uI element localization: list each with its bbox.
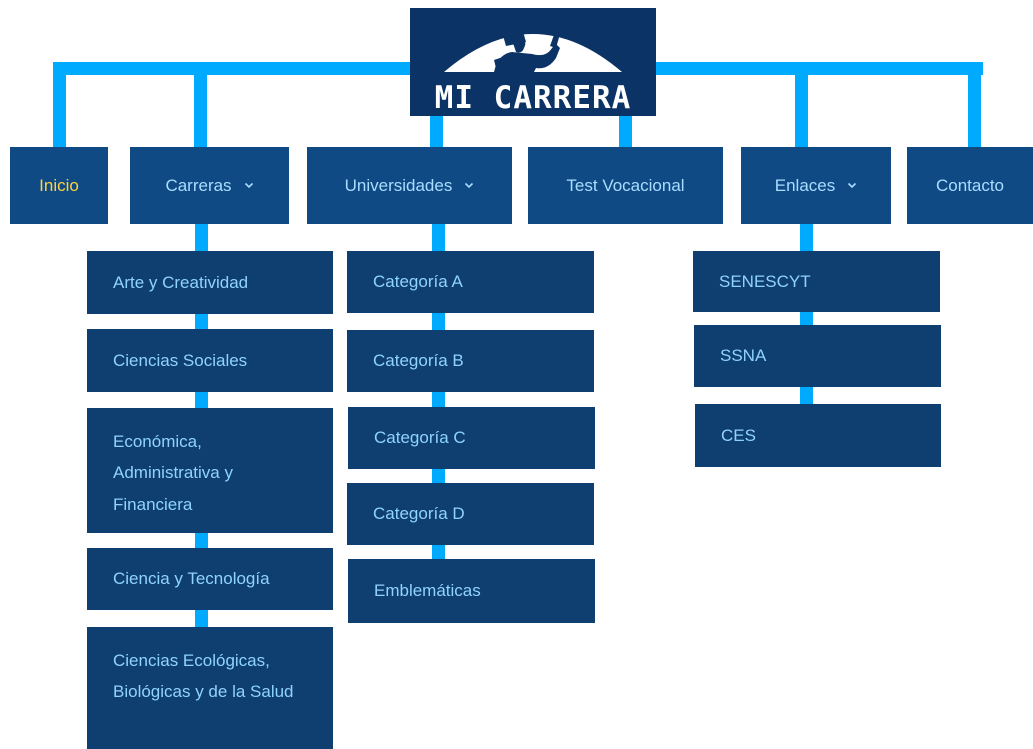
- submenu-item-label: Ciencia y Tecnología: [113, 569, 270, 589]
- submenu-item-label: CES: [721, 425, 756, 445]
- submenu-item-categoria-c[interactable]: Categoría C: [348, 407, 595, 469]
- nav-inicio[interactable]: Inicio: [10, 147, 108, 224]
- connector-enlaces: [795, 62, 808, 148]
- submenu-item-ciencia-tecnologia[interactable]: Ciencia y Tecnología: [87, 548, 333, 610]
- submenu-item-ssna[interactable]: SSNA: [694, 325, 941, 387]
- nav-carreras-label: Carreras: [165, 175, 232, 195]
- submenu-item-label: Categoría C: [374, 428, 466, 448]
- submenu-item-categoria-a[interactable]: Categoría A: [347, 251, 594, 313]
- chevron-down-icon: [847, 180, 857, 190]
- nav-test-vocacional-label: Test Vocacional: [566, 175, 685, 195]
- submenu-item-label: Arte y Creatividad: [113, 272, 249, 292]
- connector-carreras: [194, 62, 207, 148]
- nav-universidades-label: Universidades: [344, 175, 453, 195]
- nav-test-vocacional[interactable]: Test Vocacional: [528, 147, 723, 224]
- nav-contacto[interactable]: Contacto: [907, 147, 1033, 224]
- submenu-item-ciencias-sociales[interactable]: Ciencias Sociales: [87, 329, 333, 392]
- nav-carreras[interactable]: Carreras: [130, 147, 289, 224]
- submenu-item-ciencias-ecologicas[interactable]: Ciencias Ecológicas, Biológicas y de la …: [87, 627, 333, 749]
- nav-enlaces-label: Enlaces: [774, 175, 836, 195]
- submenu-item-label: Ciencias Ecológicas, Biológicas y de la …: [113, 651, 294, 702]
- nav-contacto-label: Contacto: [935, 175, 1005, 195]
- submenu-item-label: Categoría A: [373, 272, 463, 292]
- nav-universidades[interactable]: Universidades: [307, 147, 512, 224]
- submenu-item-senescyt[interactable]: SENESCYT: [693, 251, 940, 312]
- submenu-item-arte[interactable]: Arte y Creatividad: [87, 251, 333, 314]
- submenu-item-label: Emblemáticas: [374, 581, 481, 601]
- nav-inicio-label: Inicio: [39, 175, 79, 195]
- submenu-item-emblematicas[interactable]: Emblemáticas: [348, 559, 595, 623]
- submenu-item-categoria-d[interactable]: Categoría D: [347, 483, 594, 545]
- logo-text: MI CARRERA: [434, 80, 632, 116]
- submenu-item-label: Ciencias Sociales: [113, 350, 248, 370]
- submenu-item-economica[interactable]: Económica, Administrativa y Financiera: [87, 408, 333, 533]
- connector-inicio: [53, 62, 66, 148]
- nav-enlaces[interactable]: Enlaces: [741, 147, 891, 224]
- submenu-item-label: Categoría B: [373, 351, 464, 371]
- submenu-item-label: Económica, Administrativa y Financiera: [113, 432, 233, 514]
- submenu-item-label: SENESCYT: [719, 271, 811, 291]
- chevron-down-icon: [244, 180, 254, 190]
- submenu-item-label: SSNA: [720, 346, 767, 366]
- connector-contacto: [968, 62, 981, 148]
- logo[interactable]: MI CARRERA: [410, 8, 656, 116]
- submenu-item-categoria-b[interactable]: Categoría B: [347, 330, 594, 392]
- submenu-item-ces[interactable]: CES: [695, 404, 941, 467]
- submenu-item-label: Categoría D: [373, 504, 465, 524]
- chevron-down-icon: [464, 180, 474, 190]
- graduate-silhouette-icon: [444, 14, 622, 72]
